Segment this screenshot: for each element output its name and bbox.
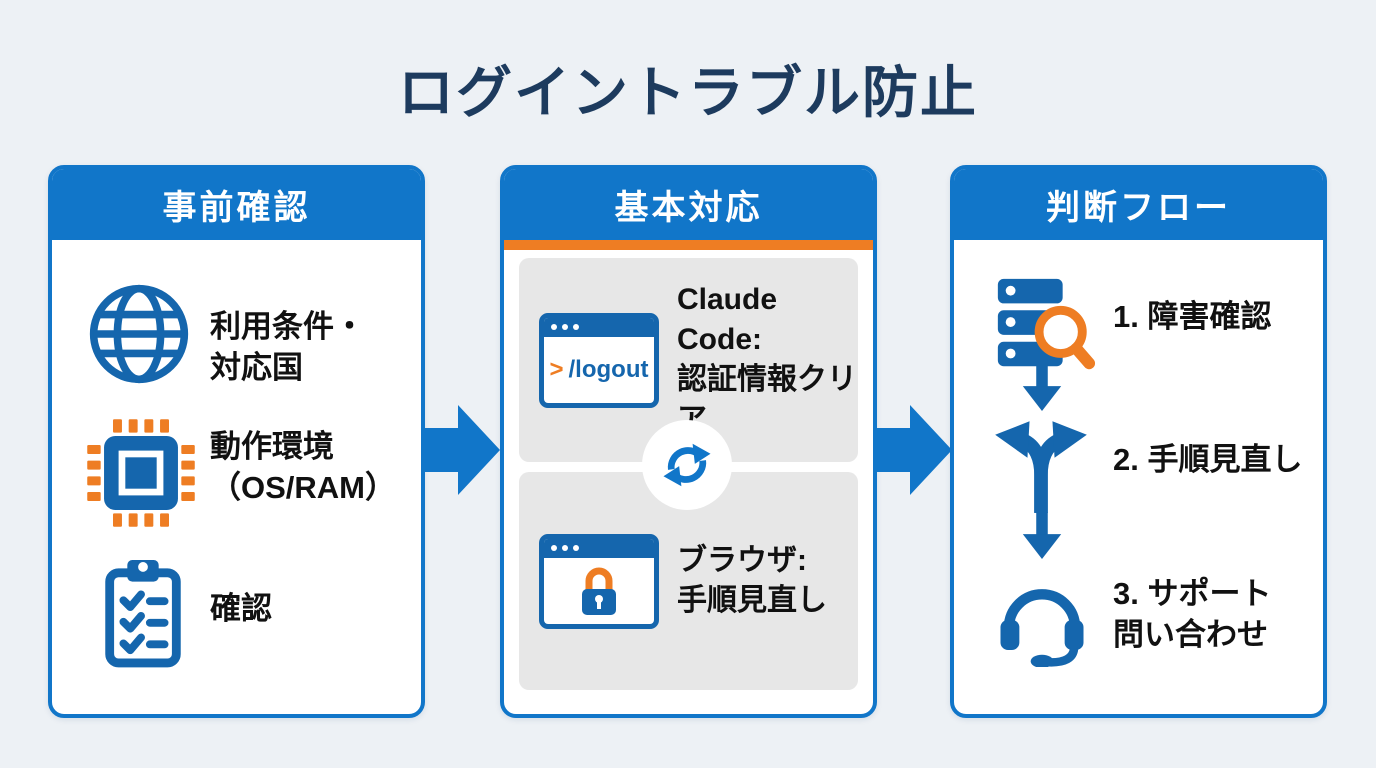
terminal-command: /logout xyxy=(568,355,649,383)
window-dot xyxy=(562,545,568,551)
accent-bar xyxy=(504,240,873,250)
refresh-icon xyxy=(663,443,711,487)
window-dot xyxy=(562,324,568,330)
card-browser-retry: ブラウザ: 手順見直し xyxy=(519,472,858,690)
card-browser-retry-label: ブラウザ: 手順見直し xyxy=(677,544,827,617)
precheck-item-2-label: 動作環境 （OS/RAM） xyxy=(210,429,396,505)
window-dot xyxy=(551,545,557,551)
browser-body xyxy=(544,558,654,624)
globe-icon-svg xyxy=(89,284,189,384)
fork-arrows-icon xyxy=(988,415,1094,520)
fork-arrows-icon-svg xyxy=(995,421,1087,513)
terminal-titlebar xyxy=(544,317,654,337)
precheck-item-1-label: 利用条件・ 対応国 xyxy=(210,309,365,385)
panel-flow-header: 判断フロー xyxy=(954,169,1323,240)
panel-basic-header: 基本対応 xyxy=(504,169,873,240)
server-search-icon-svg xyxy=(997,278,1096,370)
window-dot xyxy=(573,324,579,330)
card-claude-logout-label: Claude Code: 認証情報クリア xyxy=(677,283,857,436)
terminal-window-icon: > /logout xyxy=(539,312,659,408)
right-arrow-icon xyxy=(873,405,952,495)
terminal-body: > /logout xyxy=(544,337,654,403)
panel-precheck-header: 事前確認 xyxy=(52,169,421,240)
right-arrow-icon xyxy=(421,405,500,495)
globe-icon xyxy=(85,280,193,393)
checklist-icon xyxy=(94,555,192,674)
headset-icon xyxy=(990,567,1094,672)
precheck-item-3-label: 確認 xyxy=(210,591,272,626)
browser-lock-icon xyxy=(539,533,659,629)
page-title: ログイントラブル防止 xyxy=(398,61,978,124)
refresh-badge xyxy=(642,420,732,510)
lock-icon xyxy=(582,567,616,615)
window-dot xyxy=(551,324,557,330)
down-arrow-icon xyxy=(1022,364,1062,412)
flow-step-1-label: 1. 障害確認 xyxy=(1113,299,1272,334)
panel-flow: 判断フロー 1. 障害確認 xyxy=(950,165,1327,718)
server-search-icon xyxy=(990,273,1098,386)
cpu-icon-svg xyxy=(87,419,195,527)
flow-step-3-label: 3. サポート 問い合わせ xyxy=(1113,576,1272,652)
panel-basic: 基本対応 > /logout Claude Code: 認証情報クリア xyxy=(500,165,877,718)
checklist-icon-svg xyxy=(105,560,181,668)
browser-titlebar xyxy=(544,538,654,558)
cpu-icon xyxy=(85,417,197,534)
flow-step-2-label: 2. 手順見直し xyxy=(1113,442,1303,477)
terminal-prompt: > xyxy=(549,355,564,383)
down-arrow-icon xyxy=(1022,512,1062,560)
panel-precheck: 事前確認 利用条件・ 対応国 xyxy=(48,165,425,718)
headset-icon-svg xyxy=(1000,589,1084,668)
window-dot xyxy=(573,545,579,551)
